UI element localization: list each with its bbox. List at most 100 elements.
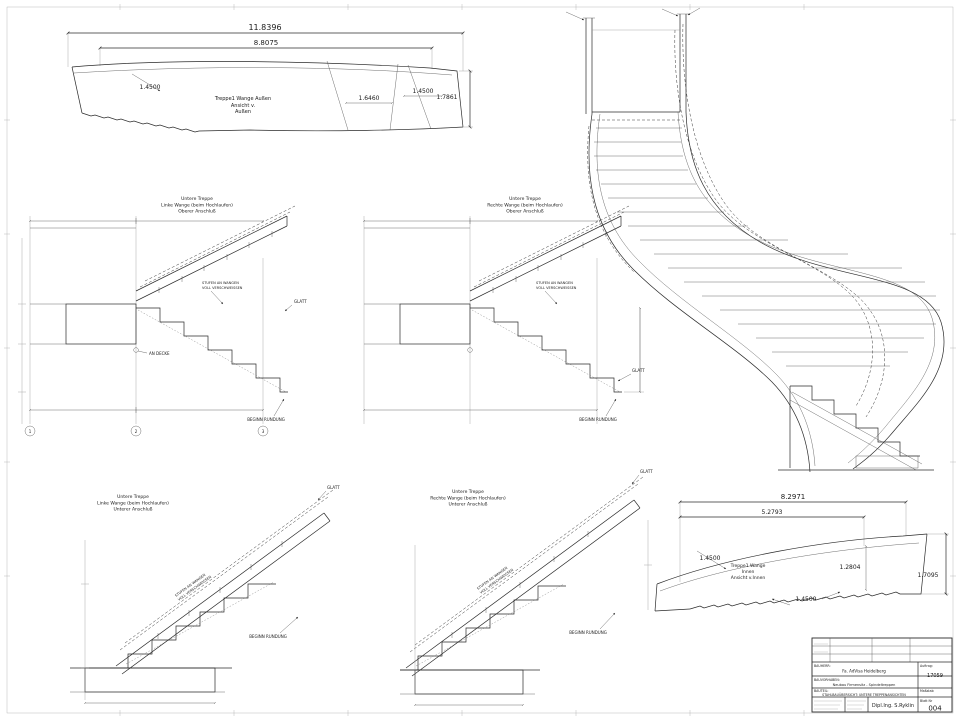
engineer-name: Dipl.Ing. S.Ryklin xyxy=(872,703,914,709)
weld-note: VOLL VERSCHWEISSEN xyxy=(536,286,577,290)
dim-end: 1.7095 xyxy=(918,572,939,579)
bauherr-value: Fa. AdVisa Heidelberg xyxy=(842,669,886,674)
dim-mid: 1.2804 xyxy=(840,564,861,571)
sheet-number: 004 xyxy=(928,705,942,713)
view-title: Untere Treppe xyxy=(117,494,149,500)
axis-marker xyxy=(257,425,269,437)
weld-note: STUFEN AN WANGEN xyxy=(536,281,573,285)
newel-posts xyxy=(585,14,687,114)
view-caption: Ansicht v.Innen xyxy=(731,575,766,581)
begin-rundung-note: BEGINN RUNDUNG xyxy=(579,417,617,422)
stringer-band xyxy=(405,499,641,677)
view-title: Oberer Anschluß xyxy=(506,209,544,215)
auftrag-label: Auftrag: xyxy=(920,664,933,668)
dim-left: 1.4500 xyxy=(140,84,161,91)
stringer-outline xyxy=(654,533,928,612)
axis-number: 1 xyxy=(29,429,32,434)
weld-note: VOLL VERSCHWEISSEN xyxy=(202,286,243,290)
handrail-dashed xyxy=(409,476,644,653)
sheet-border xyxy=(4,4,956,716)
inner-stringer-curve xyxy=(588,113,811,473)
stringer-outline xyxy=(71,61,464,132)
dim-mid: 1.6460 xyxy=(359,95,380,102)
axis-marker xyxy=(24,425,36,437)
view-caption: Außen xyxy=(235,109,251,115)
view-title: Unterer Anschluß xyxy=(448,502,487,508)
deck-slab-section xyxy=(65,303,137,345)
title-block: BAUHERR: Fa. AdVisa Heidelberg Auftrag: … xyxy=(811,637,953,713)
glatt-note: GLATT xyxy=(632,368,645,373)
view-caption: Ansicht v. xyxy=(231,103,256,109)
detail-view-upper-right: Untere Treppe Rechte Wange (beim Hochlau… xyxy=(363,196,645,424)
plate-joints xyxy=(326,60,432,131)
stringer-steps xyxy=(689,591,901,610)
begin-rundung-note: BEGINN RUNDUNG xyxy=(249,634,287,639)
massstab-label: Maßstab xyxy=(920,689,934,693)
view-title: Linke Wange (beim Hochlaufen) xyxy=(161,203,233,209)
steps-profile xyxy=(470,307,622,393)
dim-total: 8.2971 xyxy=(781,493,806,501)
dim-bottom: 1.4500 xyxy=(796,596,817,603)
bottom-flight-steps xyxy=(789,385,920,468)
view-title: Unterer Anschluß xyxy=(113,507,152,513)
begin-rundung-note: BEGINN RUNDUNG xyxy=(569,630,607,635)
view-title: Oberer Anschluß xyxy=(178,209,216,215)
deck-marker xyxy=(467,347,473,353)
weld-note: STUFEN AN WANGEN xyxy=(202,281,239,285)
ground-hatch xyxy=(855,455,919,469)
bauherr-label: BAUHERR: xyxy=(814,664,831,668)
view-outer-stringer: 11.8396 8.8075 1.4500 1.6460 1.4500 1.78… xyxy=(66,23,473,133)
steps-profile xyxy=(400,585,566,671)
drawing-title: STAHLBAUÜBERSICHT: UNTERE TREPPENANSICHT… xyxy=(822,692,906,697)
axis-marker xyxy=(130,425,142,437)
view-caption: Innen xyxy=(742,569,755,575)
glatt-note: GLATT xyxy=(640,469,653,474)
handrail-dashed xyxy=(139,205,296,288)
detail-view-lower-right: Untere Treppe Rechte Wange (beim Hochlau… xyxy=(400,469,653,706)
view-title: Untere Treppe xyxy=(452,489,484,495)
view-title: Linke Wange (beim Hochlaufen) xyxy=(97,501,169,507)
deck-slab-section xyxy=(399,303,471,345)
detail-view-lower-left: Untere Treppe Linke Wange (beim Hochlauf… xyxy=(70,485,340,704)
handrail-dashed xyxy=(682,23,885,418)
glatt-note: GLATT xyxy=(294,299,307,304)
bauvorhaben-label: BAUVORHABEN: xyxy=(814,678,840,682)
dim-span: 5.2793 xyxy=(762,509,783,516)
view-title: Untere Treppe xyxy=(181,196,213,202)
dim-right: 1.4500 xyxy=(413,88,434,95)
handrail-dashed xyxy=(473,205,630,288)
view-title: Rechte Wange (beim Hochlaufen) xyxy=(487,203,563,209)
stringer-band xyxy=(115,512,331,675)
stringer-band xyxy=(135,215,288,302)
view-title: Untere Treppe xyxy=(509,196,541,202)
steps-profile xyxy=(136,307,288,393)
blatt-label: Blatt Nr xyxy=(920,699,933,703)
view-caption: Treppe1 Wange xyxy=(730,563,766,569)
view-inner-stringer: 8.2971 5.2793 1.4500 Treppe1 Wange Innen… xyxy=(654,493,949,612)
detail-view-upper-left: Untere Treppe Linke Wange (beim Hochlauf… xyxy=(18,196,307,437)
axis-number: 2 xyxy=(135,429,138,434)
dim-end: 1.7861 xyxy=(437,94,458,101)
dim-total: 11.8396 xyxy=(248,23,281,32)
begin-rundung-note: BEGINN RUNDUNG xyxy=(247,417,285,422)
spiral-stair-elevation xyxy=(565,7,945,473)
floor-slab-section xyxy=(84,667,216,693)
deck-marker xyxy=(133,347,139,353)
glatt-note: GLATT xyxy=(327,485,340,490)
dim-span: 8.8075 xyxy=(254,39,279,47)
dim-left: 1.4500 xyxy=(700,555,721,562)
bauvorhaben-value: Neubau Firmensitz - Spindeltreppen xyxy=(833,683,896,687)
floor-slab-section xyxy=(414,669,524,695)
stringer-steps xyxy=(81,112,200,133)
stringer-band xyxy=(469,215,622,302)
outer-stringer-curve xyxy=(685,111,945,470)
bauteil-label: BAUTEIL: xyxy=(814,689,828,693)
view-caption: Treppe1 Wange Außen xyxy=(214,96,271,102)
auftrag-number: 17059 xyxy=(927,673,943,679)
deck-note: AN DECKE xyxy=(149,351,170,356)
handrail-dashed xyxy=(119,489,334,651)
axis-number: 3 xyxy=(262,429,265,434)
tread-lines xyxy=(594,127,940,367)
